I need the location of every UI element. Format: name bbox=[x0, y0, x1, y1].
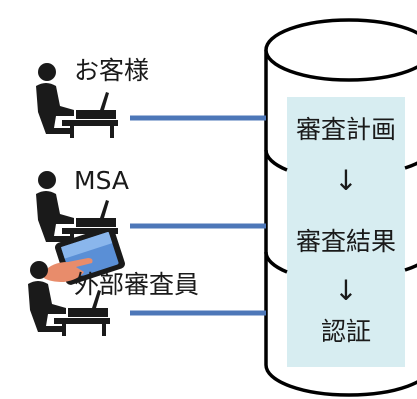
step-certification: 認証 bbox=[320, 317, 371, 346]
process-panel: 審査計画 ↓ 審査結果 ↓ 認証 bbox=[287, 97, 405, 367]
person-at-computer-icon bbox=[36, 63, 118, 138]
tablet-touch-icon bbox=[44, 232, 125, 285]
step-audit-plan: 審査計画 bbox=[295, 115, 396, 144]
actor-label-customer: お客様 bbox=[74, 56, 150, 85]
person-at-computer-icon bbox=[28, 261, 110, 336]
arrow-down-icon: ↓ bbox=[334, 274, 358, 307]
actor-label-external-auditor: 外部審査員 bbox=[74, 270, 200, 299]
arrow-down-icon: ↓ bbox=[334, 164, 358, 197]
step-audit-result: 審査結果 bbox=[295, 227, 396, 256]
actor-label-msa: MSA bbox=[74, 166, 130, 195]
